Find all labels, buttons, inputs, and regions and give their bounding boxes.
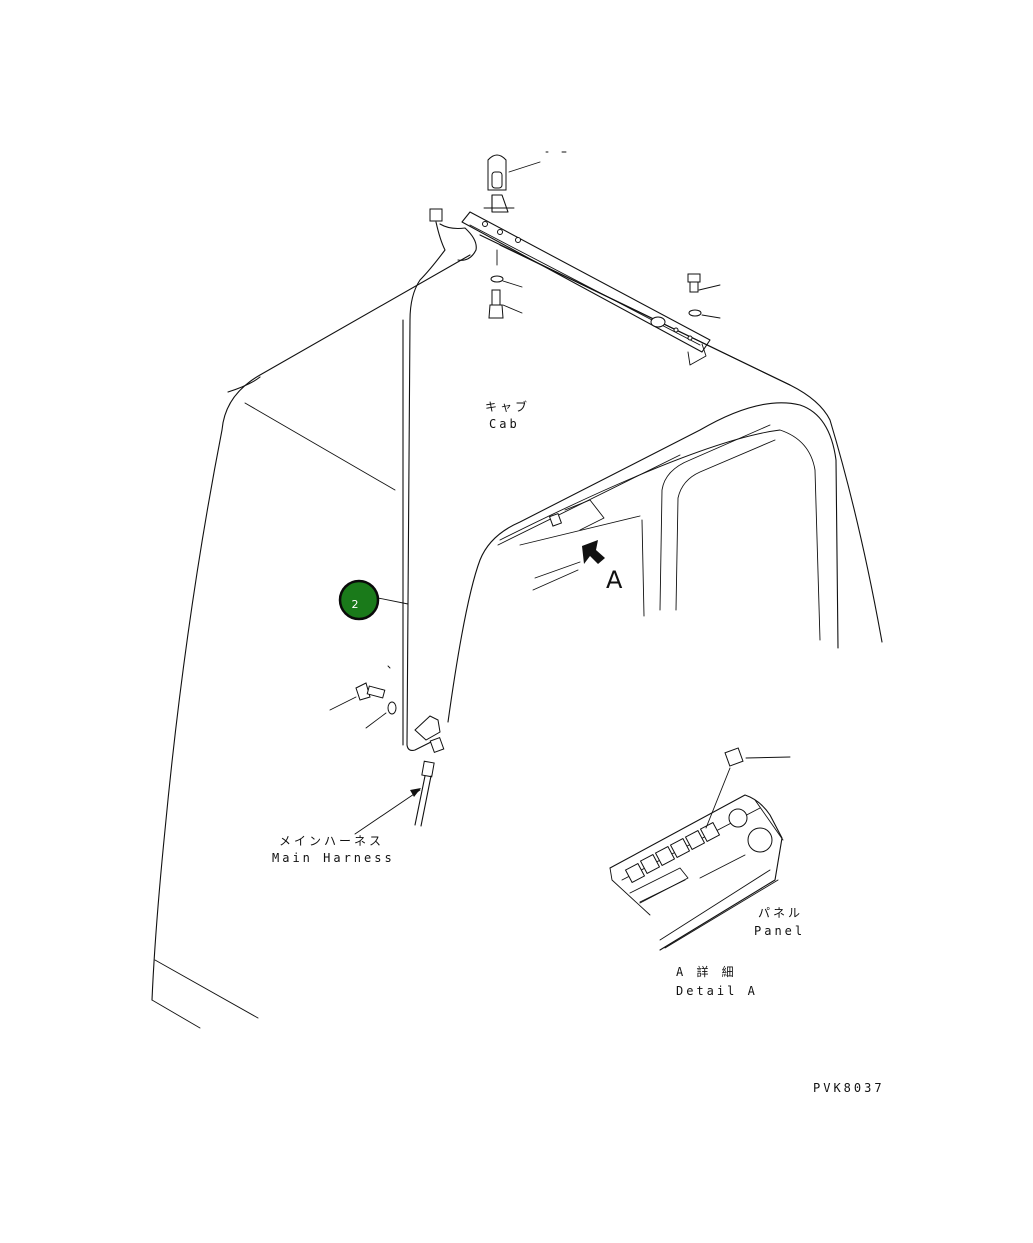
harness-label-jp: メインハーネス (279, 834, 384, 848)
view-a-marker (532, 499, 605, 591)
cab-label-en: Cab (489, 417, 520, 431)
bracket-fasteners (488, 249, 721, 319)
callout-2[interactable]: 2 (338, 579, 409, 621)
callout-circle[interactable] (338, 579, 380, 621)
drawing-code: PVK8037 (813, 1081, 885, 1095)
panel-label-jp: パネル (758, 906, 803, 920)
panel-label-en: Panel (754, 924, 805, 938)
lower-fasteners (329, 682, 397, 729)
harness-leader (354, 788, 421, 835)
lamp-bracket (483, 151, 567, 213)
view-letter: A (606, 566, 623, 594)
cab-label-jp: キャブ (485, 399, 530, 414)
roof-bracket (461, 211, 711, 366)
detail-a-panel (609, 747, 791, 951)
detail-label-en: Detail A (676, 984, 758, 998)
view-arrow-icon (582, 540, 605, 564)
detail-label-jp: A 詳 細 (676, 964, 737, 979)
callout-number: 2 (352, 598, 359, 611)
harness-label-en: Main Harness (272, 851, 395, 865)
harness-wire (387, 208, 477, 827)
